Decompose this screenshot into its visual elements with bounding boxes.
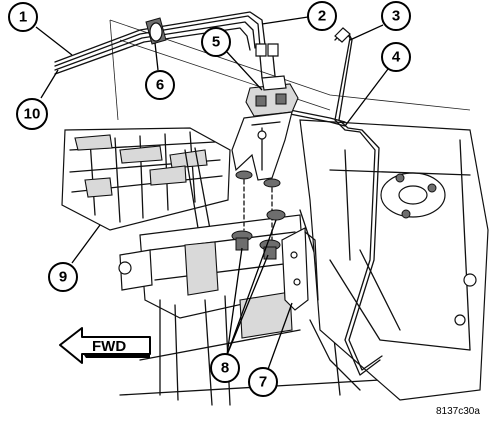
callout-9: 9: [48, 262, 78, 292]
callout-7-label: 7: [259, 374, 267, 391]
callout-10-label: 10: [24, 106, 41, 123]
callout-6-label: 6: [156, 77, 164, 94]
callout-1-label: 1: [19, 9, 27, 26]
callout-5: 5: [201, 27, 231, 57]
callout-3-label: 3: [392, 8, 400, 25]
lower-bracket: [281, 227, 319, 311]
figure-code: 8137c30a: [436, 406, 480, 417]
left-arrow-icon: [59, 327, 151, 364]
callout-2-label: 2: [318, 8, 326, 25]
callout-9-label: 9: [59, 269, 67, 286]
callout-2: 2: [307, 1, 337, 31]
callout-7: 7: [248, 367, 278, 397]
strut-tower: [299, 119, 489, 401]
valve-mounting-bracket: [231, 111, 293, 181]
callout-6: 6: [145, 70, 175, 100]
callout-8-label: 8: [221, 360, 229, 377]
fwd-label: FWD: [92, 338, 126, 355]
fwd-arrow: FWD: [59, 327, 151, 364]
brake-lines: [54, 11, 383, 391]
vehicle-structure: [61, 19, 489, 406]
callout-4-label: 4: [392, 49, 401, 66]
brake-line-clip: [145, 17, 167, 45]
callout-3: 3: [381, 1, 411, 31]
callout-4: 4: [381, 42, 411, 72]
callout-10: 10: [16, 98, 48, 130]
callout-8: 8: [210, 353, 240, 383]
callout-5-label: 5: [212, 34, 220, 51]
callout-leaders: [35, 16, 389, 373]
callout-1: 1: [8, 2, 38, 32]
radiator-support-grille: [61, 127, 231, 271]
combination-valve: [245, 55, 299, 117]
